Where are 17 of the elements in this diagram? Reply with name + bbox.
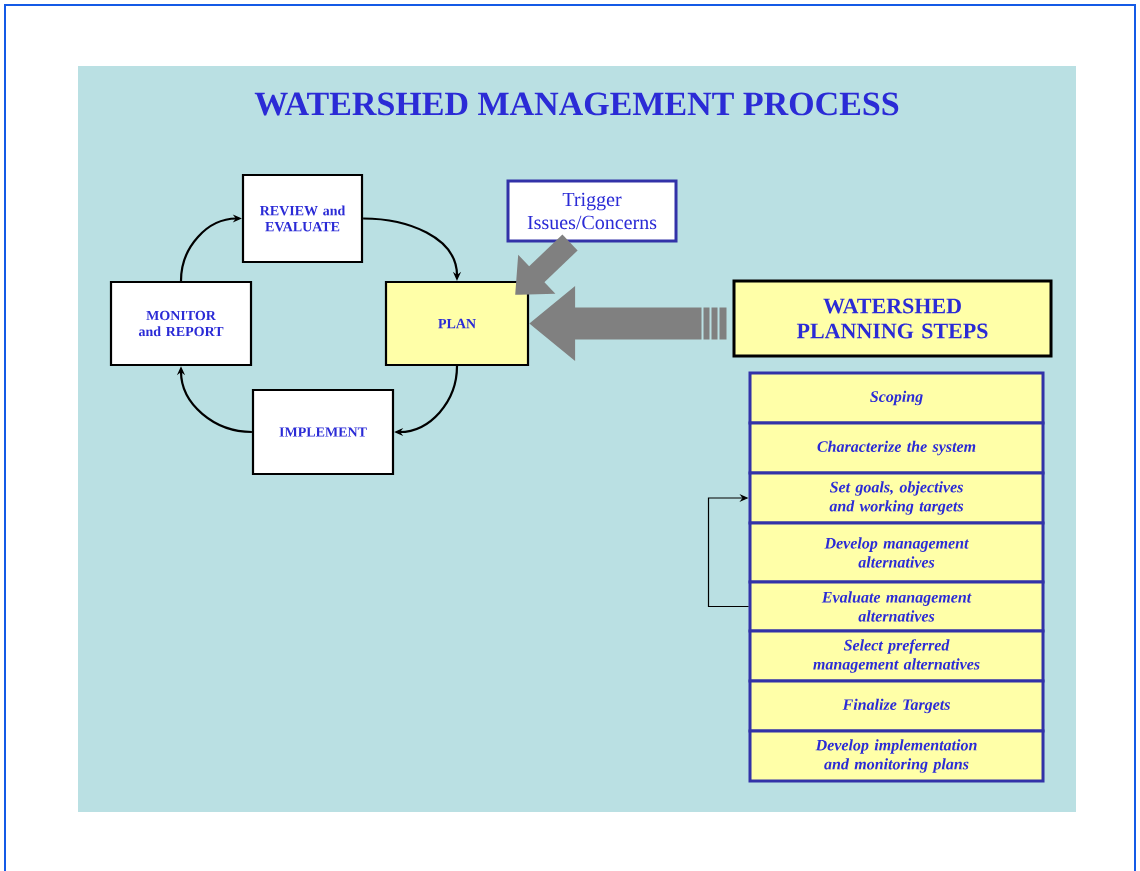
process-box: IMPLEMENT (251, 388, 395, 476)
title: WATERSHED MANAGEMENT PROCESS (254, 92, 899, 116)
process-box: PLAN (384, 280, 530, 367)
step-row: Set goals, objectives and working targets (748, 471, 1045, 525)
step-row: Develop management alternatives (748, 521, 1045, 584)
trigger-box: Trigger Issues/Concerns (506, 179, 678, 243)
arrow (707, 493, 750, 608)
step-row: Characterize the system (748, 421, 1045, 475)
step-row: Develop implementation and monitoring plans (748, 729, 1045, 783)
step-row: Evaluate management alternatives (748, 580, 1045, 633)
step-row: Select preferred management alternatives (748, 629, 1045, 683)
heading-box: WATERSHED PLANNING STEPS (732, 279, 1053, 358)
arrow (515, 234, 578, 295)
step-row: Finalize Targets (748, 679, 1045, 733)
process-box: MONITOR and REPORT (109, 280, 253, 367)
process-box: REVIEW and EVALUATE (241, 173, 364, 264)
step-row: Scoping (748, 371, 1045, 425)
